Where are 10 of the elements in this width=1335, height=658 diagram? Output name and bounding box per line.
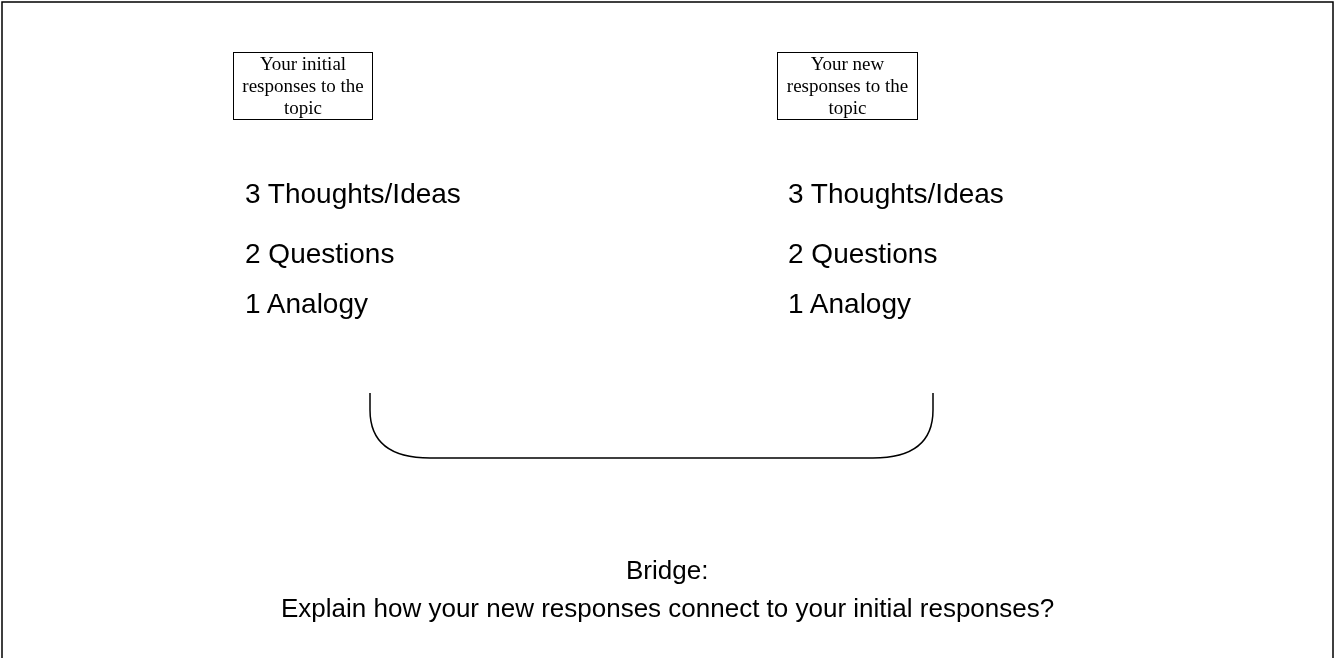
instruction-text: Explain how your new responses connect to your initial responses? bbox=[281, 593, 1055, 624]
list-item: 2 Questions bbox=[245, 238, 395, 270]
list-item: 3 Thoughts/Ideas bbox=[245, 178, 461, 210]
list-item: 1 Analogy bbox=[245, 288, 368, 320]
list-item: 3 Thoughts/Ideas bbox=[788, 178, 1004, 210]
list-item: 1 Analogy bbox=[788, 288, 911, 320]
text-box: Your new responses to the topic bbox=[777, 52, 918, 120]
text-box: Your initial responses to the topic bbox=[233, 52, 373, 120]
list-item: 2 Questions bbox=[788, 238, 938, 270]
heading: Bridge: bbox=[626, 555, 709, 586]
